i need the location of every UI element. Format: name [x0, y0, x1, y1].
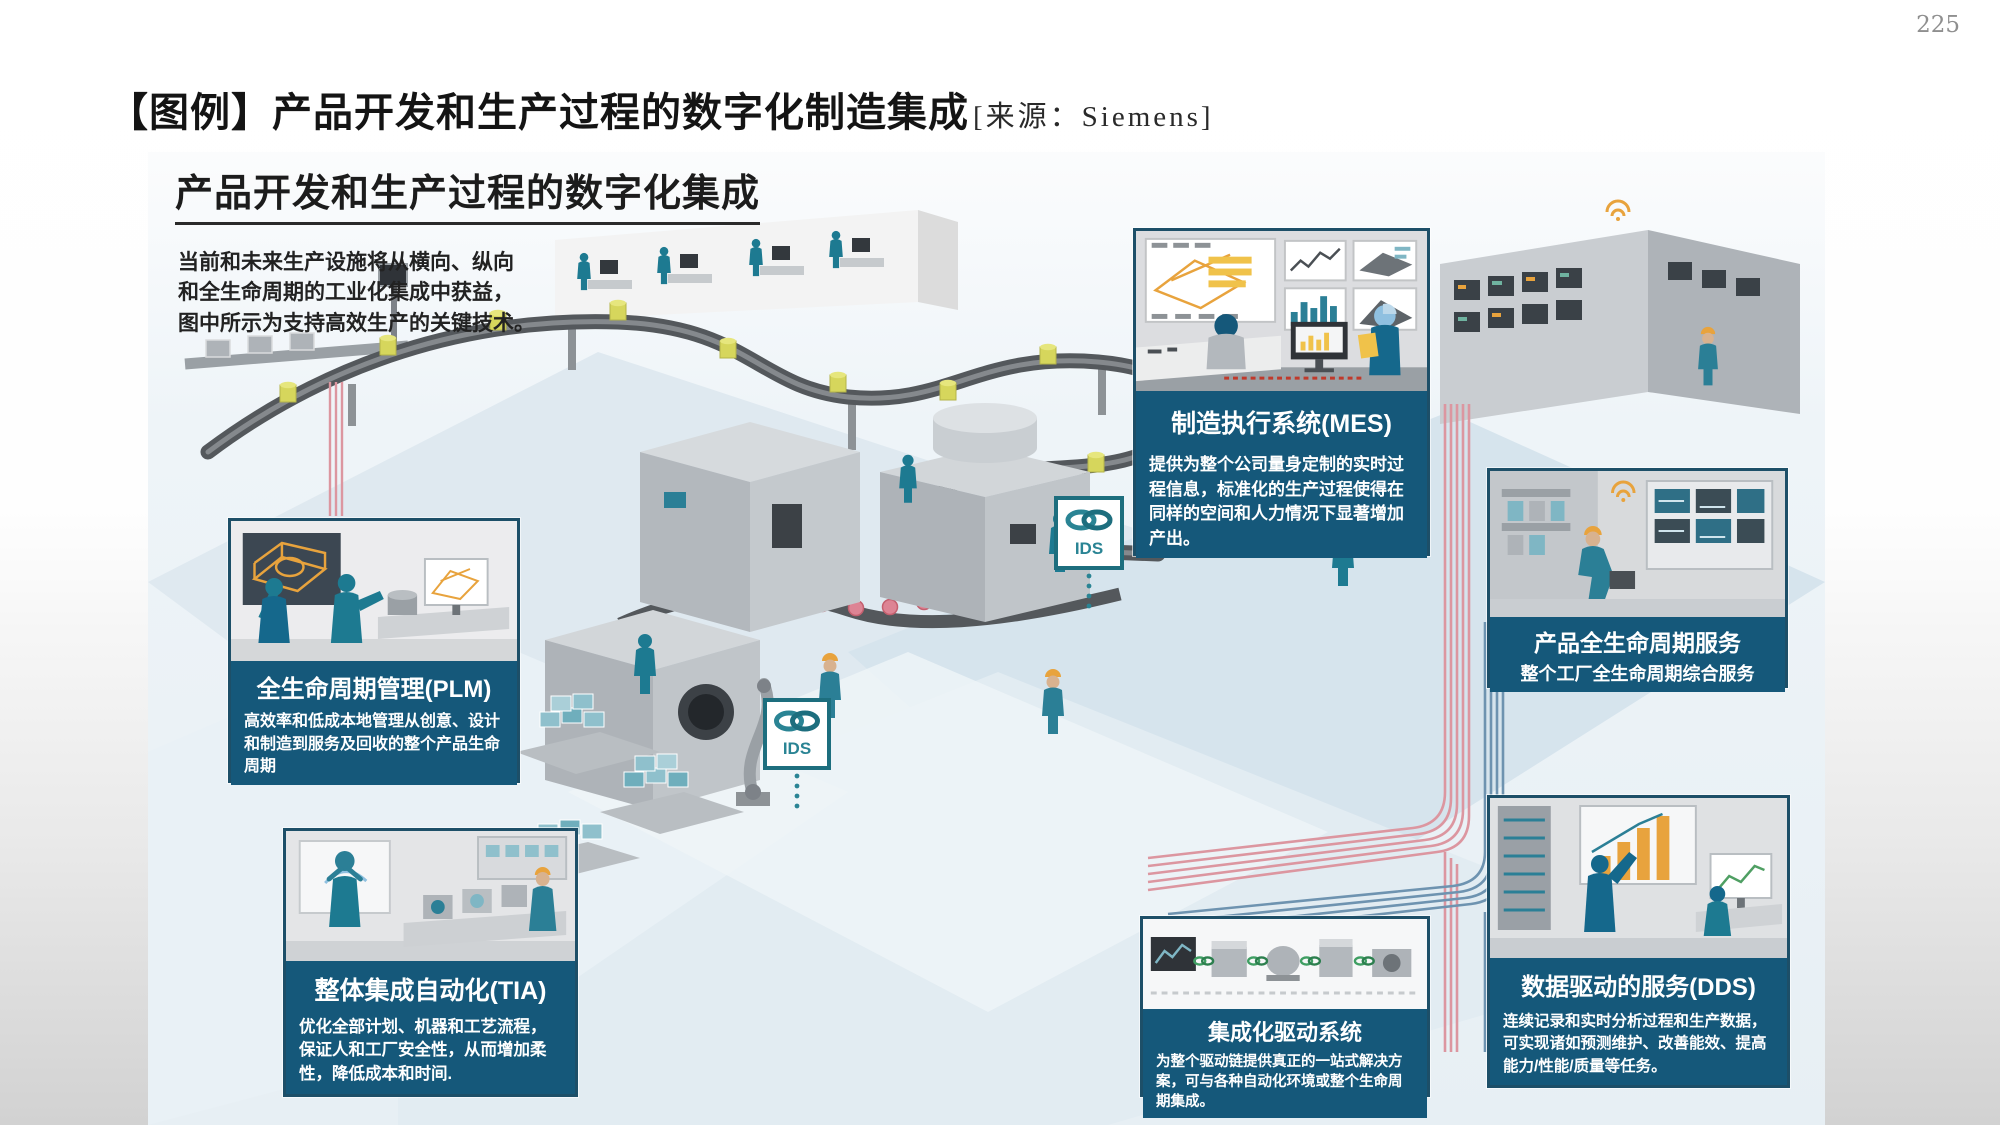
diagram-title: 产品开发和生产过程的数字化集成	[175, 162, 761, 225]
office-area	[555, 210, 958, 320]
diagram-description: 当前和未来生产设施将从横向、纵向 和全生命周期的工业化集成中获益， 图中所示为支…	[178, 248, 535, 339]
ids-badge-lower: IDS	[763, 698, 831, 809]
ids-label: IDS	[1075, 539, 1103, 558]
left-red-pipes	[328, 382, 344, 516]
drive-illustration	[1143, 919, 1427, 1009]
callout-plm: 全生命周期管理(PLM) 高效率和低成本地管理从创意、设计和制造到服务及回收的整…	[228, 518, 520, 786]
services-subtitle: 整个工厂全生命周期综合服务	[1520, 664, 1755, 684]
machine-center	[640, 422, 860, 632]
red-pipes	[1147, 404, 1471, 1052]
dds-illustration	[1490, 798, 1787, 958]
callout-tia: 整体集成自动化(TIA) 优化全部计划、机器和工艺流程，保证人和工厂安全性，从而…	[283, 828, 578, 1097]
mes-title: 制造执行系统(MES)	[1171, 410, 1392, 438]
plm-body: 高效率和低成本地管理从创意、设计和制造到服务及回收的整个产品生命周期	[244, 713, 501, 776]
tia-body: 优化全部计划、机器和工艺流程，保证人和工厂安全性，从而增加柔性，降低成本和时间.	[299, 1018, 547, 1083]
dds-title: 数据驱动的服务(DDS)	[1521, 974, 1756, 1001]
dds-panel: 数据驱动的服务(DDS) 连续记录和实时分析过程和生产数据，可实现诸如预测维护、…	[1490, 958, 1787, 1085]
mes-panel: 制造执行系统(MES) 提供为整个公司量身定制的实时过程信息，标准化的生产过程使…	[1136, 391, 1427, 558]
drive-components	[1211, 939, 1412, 981]
mes-illustration-svg	[1136, 231, 1427, 391]
building-screens	[1454, 262, 1760, 332]
mes-bar-chart	[1290, 296, 1337, 326]
callout-lifecycle-services: 产品全生命周期服务 整个工厂全生命周期综合服务	[1487, 468, 1788, 692]
drive-illustration-svg	[1143, 919, 1427, 1009]
diagram-description-line: 和全生命周期的工业化集成中获益，	[178, 281, 514, 305]
mes-flow-diagram	[1153, 253, 1252, 310]
drive-panel: 集成化驱动系统 为整个驱动链提供真正的一站式解决方案，可与各种自动化环境或整个生…	[1143, 1009, 1427, 1118]
services-title: 产品全生命周期服务	[1534, 630, 1741, 656]
plm-illustration-svg	[231, 521, 517, 661]
services-panel: 产品全生命周期服务 整个工厂全生命周期综合服务	[1490, 617, 1785, 692]
callout-drive-system: 集成化驱动系统 为整个驱动链提供真正的一站式解决方案，可与各种自动化环境或整个生…	[1140, 916, 1430, 1118]
ids-label: IDS	[783, 739, 811, 758]
callout-mes: 制造执行系统(MES) 提供为整个公司量身定制的实时过程信息，标准化的生产过程使…	[1133, 228, 1430, 558]
tia-illustration	[286, 831, 575, 961]
mes-body: 提供为整个公司量身定制的实时过程信息，标准化的生产过程使得在同样的空间和人力情况…	[1149, 455, 1404, 548]
ids-badge-upper: IDS	[1054, 496, 1124, 609]
dds-body: 连续记录和实时分析过程和生产数据，可实现诸如预测维护、改善能效、提高能力/性能/…	[1503, 1013, 1767, 1075]
page-number: 225	[1916, 12, 1960, 38]
right-building	[1440, 199, 1800, 424]
plm-cad-wireframe	[251, 541, 328, 593]
plm-panel: 全生命周期管理(PLM) 高效率和低成本地管理从创意、设计和制造到服务及回收的整…	[231, 661, 517, 786]
diagram-description-line: 图中所示为支持高效生产的关键技术。	[178, 311, 535, 335]
services-illustration	[1490, 471, 1785, 617]
tia-illustration-svg	[286, 831, 575, 961]
diagram-description-line: 当前和未来生产设施将从横向、纵向	[178, 251, 514, 274]
slide-title: 【图例】产品开发和生产过程的数字化制造集成[来源：Siemens]	[108, 80, 1214, 138]
mes-illustration	[1136, 231, 1427, 391]
drive-body: 为整个驱动链提供真正的一站式解决方案，可与各种自动化环境或整个生命周期集成。	[1156, 1054, 1403, 1110]
services-screen-tiles	[1654, 489, 1765, 543]
slide-title-source: [来源：Siemens]	[973, 101, 1214, 133]
siemens-infographic: IDS IDS 产品开发和生产过程的数字化集成 当前和未来生产设施将从横向、纵向…	[148, 152, 1825, 1125]
robot-arm	[736, 678, 774, 806]
plm-title: 全生命周期管理(PLM)	[256, 676, 492, 703]
plm-illustration	[231, 521, 517, 661]
callout-dds: 数据驱动的服务(DDS) 连续记录和实时分析过程和生产数据，可实现诸如预测维护、…	[1487, 795, 1790, 1088]
services-shelf	[1501, 489, 1571, 555]
feeder-conveyor	[184, 263, 409, 370]
dds-illustration-svg	[1490, 798, 1787, 958]
tia-machines	[423, 885, 527, 919]
office-desks	[577, 230, 884, 291]
slide-title-text: 【图例】产品开发和生产过程的数字化制造集成	[108, 91, 969, 135]
tia-title: 整体集成自动化(TIA)	[314, 977, 547, 1005]
drive-title: 集成化驱动系统	[1207, 1020, 1362, 1045]
tia-panel: 整体集成自动化(TIA) 优化全部计划、机器和工艺流程，保证人和工厂安全性，从而…	[286, 961, 575, 1094]
services-illustration-svg	[1490, 471, 1785, 617]
